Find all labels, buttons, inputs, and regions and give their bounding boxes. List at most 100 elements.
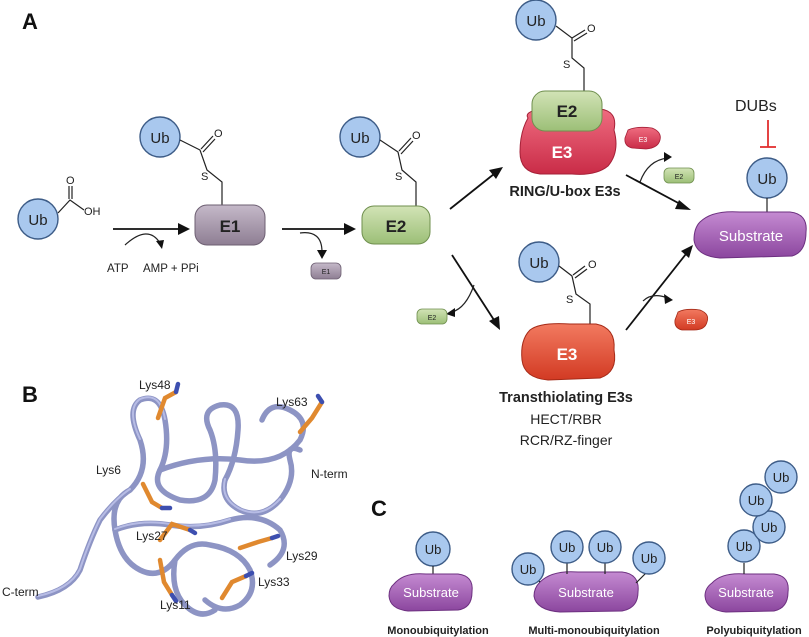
ub-label: Ub — [28, 212, 47, 229]
thioester-bond — [555, 25, 585, 92]
substrate-protein — [533, 571, 639, 613]
ub-label: Ub — [748, 493, 765, 508]
substrate-protein — [388, 573, 473, 612]
ubiquitylated-substrate: DUBs Ub Substrate — [693, 98, 807, 259]
arrow-ring-to-substrate — [625, 174, 683, 206]
ub-circle — [550, 530, 584, 564]
ub-circle — [339, 116, 381, 158]
ub-label: Ub — [773, 470, 790, 485]
rcr-rz-label: RCR/RZ-finger — [520, 432, 613, 448]
substrate-label: Substrate — [718, 585, 774, 600]
oxygen-label: O — [66, 175, 75, 187]
polyubiquitylation-example: Substrate Ub Ub Ub Ub Polyubiquitylation — [704, 460, 802, 637]
carbonyl-bond-2 — [202, 138, 216, 153]
arrow-to-transthiolating-head — [489, 316, 500, 330]
ub-label: Ub — [641, 551, 658, 566]
carbonyl-bond-2 — [573, 32, 588, 42]
lys27-label: Lys27 — [136, 529, 168, 543]
oxygen-label: O — [412, 130, 421, 142]
arrow-to-ring — [449, 173, 495, 210]
lysine-side-chains — [140, 389, 325, 601]
released-e1 — [310, 262, 342, 280]
ubiquitin-structure: Lys48 Lys63 Lys6 Lys27 Lys29 Lys33 Lys11… — [2, 378, 348, 617]
ub-circle — [739, 483, 773, 517]
released-trans-e3-label: E3 — [687, 319, 696, 326]
ub-label: Ub — [757, 171, 776, 188]
sulfur-label: S — [395, 171, 402, 183]
sulfur-label: S — [563, 59, 570, 71]
atp-label: ATP — [107, 263, 129, 275]
ub-label: Ub — [559, 540, 576, 555]
e2-ubiquitin-thioester: Ub O S E2 — [339, 116, 431, 245]
carboxyl-bond — [57, 199, 85, 214]
ring-e3-complex: Ub O S E3 E2 RING/U-box E3s — [509, 0, 621, 200]
poly-caption: Polyubiquitylation — [706, 625, 802, 637]
released-e1-label: E1 — [322, 269, 331, 276]
substrate-protein — [693, 211, 807, 259]
release-arrowhead — [317, 250, 327, 259]
thioester-bond — [379, 139, 417, 206]
arrow-head — [344, 223, 356, 235]
arrow-trans-to-substrate — [625, 253, 687, 331]
lys6-label: Lys6 — [96, 463, 121, 477]
ub-circle — [764, 460, 798, 494]
ring-e3-caption: RING/U-box E3s — [509, 184, 620, 200]
ub-label: Ub — [425, 542, 442, 557]
released-ring-e3-label: E3 — [639, 137, 648, 144]
mono-caption: Monoubiquitylation — [387, 625, 489, 637]
transthiolating-e3-complex: Ub O S E3 Transthiolating E3s HECT/RBR R… — [499, 241, 633, 448]
transthiolating-caption: Transthiolating E3s — [499, 390, 633, 406]
nterm-label: N-term — [311, 467, 348, 481]
arrow-to-ring-head — [489, 167, 503, 179]
lys63-label: Lys63 — [276, 395, 308, 409]
free-ubiquitin: Ub O OH — [17, 175, 101, 240]
substrate-label: Substrate — [403, 585, 459, 600]
ring-e2-label: E2 — [557, 102, 578, 121]
released-e2-label: E2 — [428, 315, 437, 322]
release-curve — [299, 232, 323, 253]
e1-enzyme — [194, 204, 266, 246]
ub-circle — [752, 510, 786, 544]
arrow-head — [178, 223, 190, 235]
transthiolating-e3-enzyme — [521, 323, 616, 381]
e2-enzyme — [361, 205, 431, 245]
ub-circle — [511, 552, 545, 586]
ub-label: Ub — [526, 13, 545, 30]
ub-linkage — [635, 572, 647, 584]
e2-release-arrowhead — [446, 308, 455, 317]
hect-rbr-label: HECT/RBR — [530, 411, 602, 427]
thioester-bond — [179, 139, 223, 205]
ring-e2-enzyme — [531, 90, 603, 132]
ub-circle — [17, 198, 59, 240]
dubs-label: DUBs — [735, 98, 777, 115]
ub-label: Ub — [761, 520, 778, 535]
panel-b-label: B — [22, 382, 38, 407]
hydroxyl-label: OH — [84, 206, 101, 218]
cofactor-curve — [124, 233, 161, 246]
ub-label: Ub — [150, 130, 169, 147]
oxygen-label: O — [588, 259, 597, 271]
sulfur-label: S — [201, 171, 208, 183]
ub-label: Ub — [597, 540, 614, 555]
panel-c-label: C — [371, 496, 387, 521]
e1-ubiquitin-thioester: Ub O S E1 — [139, 116, 266, 246]
ub-circle — [518, 241, 560, 283]
carbonyl-bond-2 — [400, 140, 414, 155]
released-e2 — [416, 308, 448, 325]
arrow-trans-to-substrate-head — [681, 245, 693, 258]
carbonyl-bond — [398, 137, 412, 152]
lys11-label: Lys11 — [160, 598, 191, 612]
sulfur-label: S — [566, 294, 573, 306]
monoubiquitylation-example: Ub Substrate Monoubiquitylation — [387, 531, 489, 637]
activation-arrow: ATP AMP + PPi — [107, 223, 199, 275]
multi-monoubiquitylation-example: Substrate Ub Ub Ub Ub Multi-monoubiquity… — [511, 530, 666, 637]
released-ring-e3 — [624, 126, 661, 150]
panel-a-label: A — [22, 9, 38, 34]
cterm-label: C-term — [2, 585, 39, 599]
ub-circle — [727, 529, 761, 563]
thioester-bond — [558, 265, 591, 326]
ring-e3-label: E3 — [552, 143, 573, 162]
e1-label: E1 — [220, 217, 241, 236]
trans-release-arrowhead — [664, 294, 673, 304]
ub-circle — [632, 541, 666, 575]
